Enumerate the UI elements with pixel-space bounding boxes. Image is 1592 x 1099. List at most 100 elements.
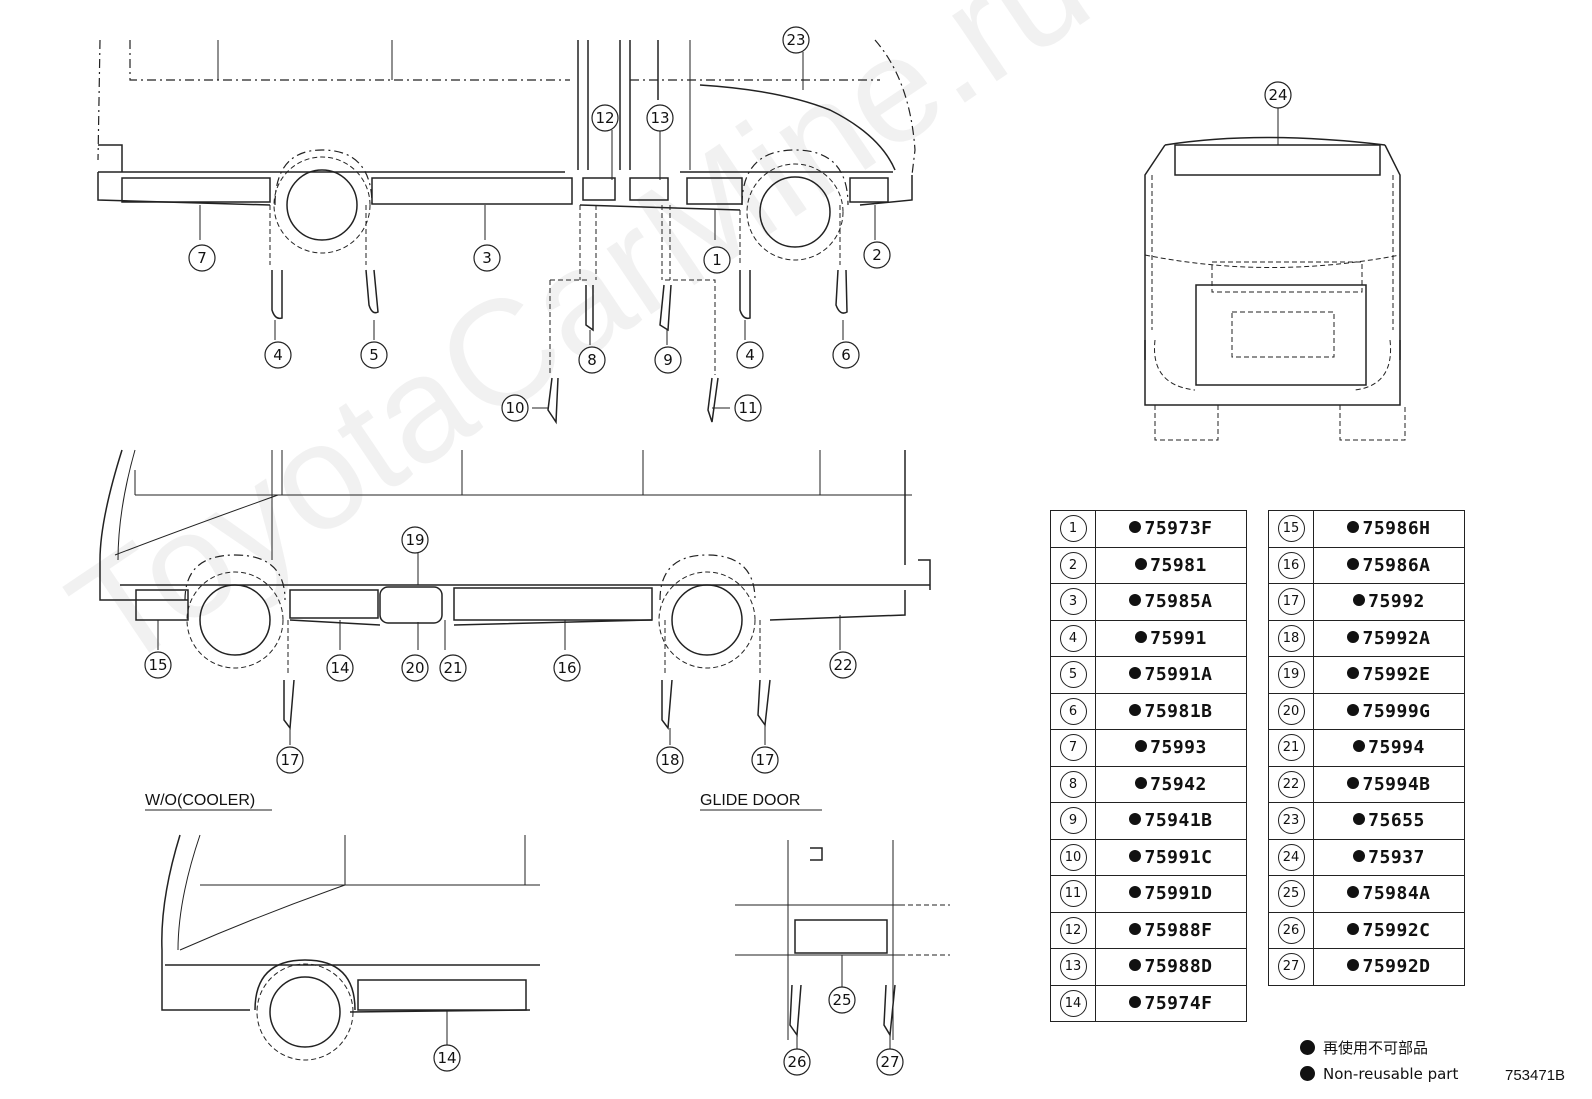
part-number: 75994 <box>1368 737 1425 759</box>
ref-number-cell: 2 <box>1050 546 1096 584</box>
part-number-cell: 75991C <box>1095 838 1247 876</box>
non-reusable-dot-icon <box>1129 667 1142 680</box>
ref-number: 4 <box>1059 624 1087 652</box>
part-number-cell: 75941B <box>1095 802 1247 840</box>
callout-17a: 17 <box>276 746 304 774</box>
non-reusable-dot-icon <box>1129 959 1142 972</box>
callout-16: 16 <box>553 654 581 682</box>
svg-text:22: 22 <box>833 656 852 674</box>
ref-number: 13 <box>1059 953 1087 981</box>
svg-text:21: 21 <box>443 659 462 677</box>
ref-number: 8 <box>1059 770 1087 798</box>
part-number: 75986H <box>1362 518 1431 540</box>
part-number: 75988D <box>1144 956 1213 978</box>
part-number-cell: 75988D <box>1095 948 1247 986</box>
part-number-cell: 75992A <box>1313 619 1465 657</box>
part-number: 75984A <box>1362 883 1431 905</box>
ref-number-cell: 3 <box>1050 583 1096 621</box>
ref-number-cell: 24 <box>1268 838 1314 876</box>
svg-text:15: 15 <box>148 656 167 674</box>
part-number-cell: 75942 <box>1095 765 1247 803</box>
ref-number: 18 <box>1277 624 1305 652</box>
callout-3: 3 <box>473 244 501 272</box>
svg-text:17: 17 <box>755 751 774 769</box>
non-reusable-dot-icon <box>1129 594 1142 607</box>
non-reusable-dot-icon <box>1129 849 1142 862</box>
ref-number-cell: 23 <box>1268 802 1314 840</box>
callout-13: 13 <box>646 104 674 132</box>
ref-number: 5 <box>1059 661 1087 689</box>
parts-table-row: 10 75991C <box>1050 838 1247 876</box>
ref-number-cell: 9 <box>1050 802 1096 840</box>
part-number: 75991C <box>1144 846 1213 868</box>
svg-text:20: 20 <box>405 659 424 677</box>
van-left-side-view <box>99 449 931 745</box>
non-reusable-dot-icon <box>1135 557 1148 570</box>
glide-door-view <box>735 840 950 1050</box>
illustration-code: 753471B <box>1505 1067 1566 1084</box>
part-number: 75941B <box>1144 810 1213 832</box>
legend-row-japanese: 再使用不可部品 <box>1300 1035 1458 1061</box>
part-number: 75973F <box>1144 518 1213 540</box>
svg-text:16: 16 <box>557 659 576 677</box>
svg-text:1: 1 <box>712 251 722 269</box>
part-number: 75994B <box>1362 773 1431 795</box>
ref-number: 1 <box>1059 515 1087 543</box>
part-number-cell: 75981B <box>1095 692 1247 730</box>
parts-table-row: 18 75992A <box>1268 619 1465 657</box>
callout-15: 15 <box>144 651 172 679</box>
parts-table-row: 13 75988D <box>1050 948 1247 986</box>
part-number-cell: 75974F <box>1095 984 1247 1022</box>
svg-text:3: 3 <box>482 249 492 267</box>
van-right-side-view <box>97 39 916 425</box>
non-reusable-dot-icon <box>1129 922 1142 935</box>
part-number-cell: 75937 <box>1313 838 1465 876</box>
non-reusable-dot-icon <box>1300 1066 1315 1081</box>
part-number-cell: 75986A <box>1313 546 1465 584</box>
ref-number: 17 <box>1277 588 1305 616</box>
ref-number-cell: 10 <box>1050 838 1096 876</box>
ref-number: 23 <box>1277 807 1305 835</box>
ref-number-cell: 12 <box>1050 911 1096 949</box>
part-number: 75992D <box>1362 956 1431 978</box>
ref-number: 25 <box>1277 880 1305 908</box>
part-number-cell: 75988F <box>1095 911 1247 949</box>
part-number-cell: 75984A <box>1313 875 1465 913</box>
ref-number: 2 <box>1059 551 1087 579</box>
part-number: 75655 <box>1368 810 1425 832</box>
parts-table-row: 25 75984A <box>1268 875 1465 913</box>
van-rear-view <box>1144 108 1406 441</box>
callout-18: 18 <box>656 746 684 774</box>
svg-text:24: 24 <box>1268 86 1287 104</box>
svg-text:19: 19 <box>405 531 424 549</box>
part-number: 75992E <box>1362 664 1431 686</box>
non-reusable-dot-icon <box>1135 776 1148 789</box>
part-number-cell: 75985A <box>1095 583 1247 621</box>
ref-number: 21 <box>1277 734 1305 762</box>
svg-text:17: 17 <box>280 751 299 769</box>
callout-27: 27 <box>876 1048 904 1076</box>
non-reusable-dot-icon <box>1353 849 1366 862</box>
ref-number-cell: 16 <box>1268 546 1314 584</box>
svg-text:23: 23 <box>786 31 805 49</box>
callout-6: 6 <box>832 341 860 369</box>
ref-number-cell: 7 <box>1050 729 1096 767</box>
svg-text:11: 11 <box>738 399 757 417</box>
ref-number-cell: 1 <box>1050 510 1096 548</box>
non-reusable-dot-icon <box>1135 630 1148 643</box>
non-reusable-dot-icon <box>1353 813 1366 826</box>
ref-number: 20 <box>1277 697 1305 725</box>
part-number: 75942 <box>1150 773 1207 795</box>
svg-text:2: 2 <box>872 246 882 264</box>
callout-2: 2 <box>863 241 891 269</box>
